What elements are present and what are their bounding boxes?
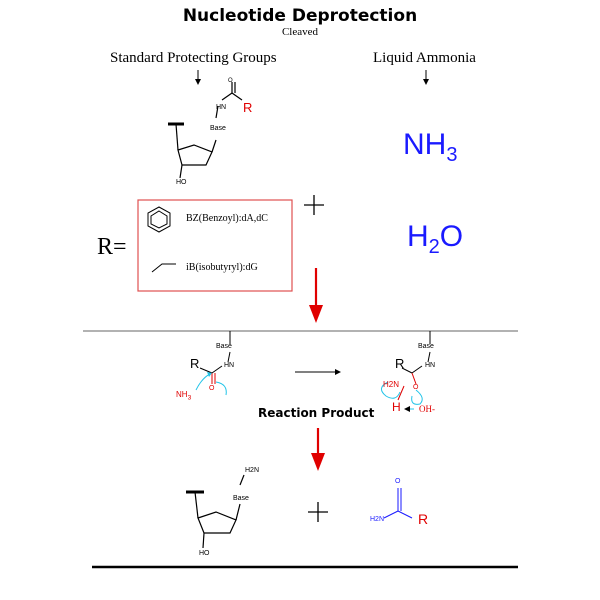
o-label-top: O <box>228 78 233 84</box>
ho-label-bottom: HO <box>199 550 210 557</box>
o-label-mech-left: O <box>209 385 215 392</box>
header-arrow-right <box>423 70 429 85</box>
base-label-bottom: Base <box>233 495 249 502</box>
amide-product <box>383 488 413 519</box>
base-label-mech-left: Base <box>216 343 232 350</box>
sugar-structure-bottom <box>186 474 245 549</box>
r-box-item-benzoyl: BZ(Benzoyl):dA,dC <box>186 213 268 224</box>
isobutyryl-chain <box>151 263 176 273</box>
r-label-amide: R <box>418 511 429 527</box>
hn-label-top: HN <box>216 104 227 111</box>
r-label-mech-left: R <box>190 356 200 371</box>
hn-label-mech-left: HN <box>224 362 235 369</box>
reaction-product-label: Reaction Product <box>258 406 375 420</box>
oh-minus-label: OH- <box>419 404 435 414</box>
nh3-label-mech-left: NH3 <box>176 390 192 402</box>
base-label-mech-right: Base <box>418 343 434 350</box>
o-label-amide: O <box>395 478 401 485</box>
nh3-reagent: NH3 <box>403 128 458 166</box>
sugar-structure-top <box>168 82 243 179</box>
hn-label-mech-right: HN <box>425 362 436 369</box>
r-label-top: R <box>243 100 253 115</box>
ho-label-top: HO <box>176 179 187 186</box>
base-label-top: Base <box>210 125 226 132</box>
right-header: Liquid Ammonia <box>373 50 476 66</box>
plus-sign-top <box>304 195 324 215</box>
h2n-label-mech-right: H2N <box>383 380 400 389</box>
r-group-box <box>137 199 293 292</box>
plus-sign-bottom <box>308 502 328 522</box>
cyan-curved-arrow-2 <box>215 381 227 396</box>
cyan-loop-arrow-1 <box>381 381 401 399</box>
h-label-mech-right: H <box>392 400 401 414</box>
benzene-ring <box>147 206 171 233</box>
red-arrow-2 <box>311 428 325 471</box>
diagram-subtitle: Cleaved <box>281 26 319 38</box>
diagram-title: Nucleotide Deprotection <box>182 6 418 26</box>
left-header: Standard Protecting Groups <box>110 50 277 66</box>
cyan-curved-arrow-1 <box>195 373 211 391</box>
header-arrow-left <box>195 70 201 85</box>
r-box-item-isobutyryl: iB(isobutyryl):dG <box>186 262 258 273</box>
h2n-label-bottom: H2N <box>245 467 260 474</box>
mechanism-right <box>397 331 431 401</box>
red-arrow-1 <box>309 268 323 323</box>
o-label-mech-right: O <box>413 384 419 391</box>
r-label-mech-right: R <box>395 356 405 371</box>
r-equals-label: R= <box>97 234 127 260</box>
h2o-reagent: H2O <box>407 220 464 258</box>
h2n-label-amide: H2N <box>370 516 385 523</box>
cyan-loop-arrow-2 <box>411 389 423 405</box>
mechanism-left <box>199 331 231 384</box>
